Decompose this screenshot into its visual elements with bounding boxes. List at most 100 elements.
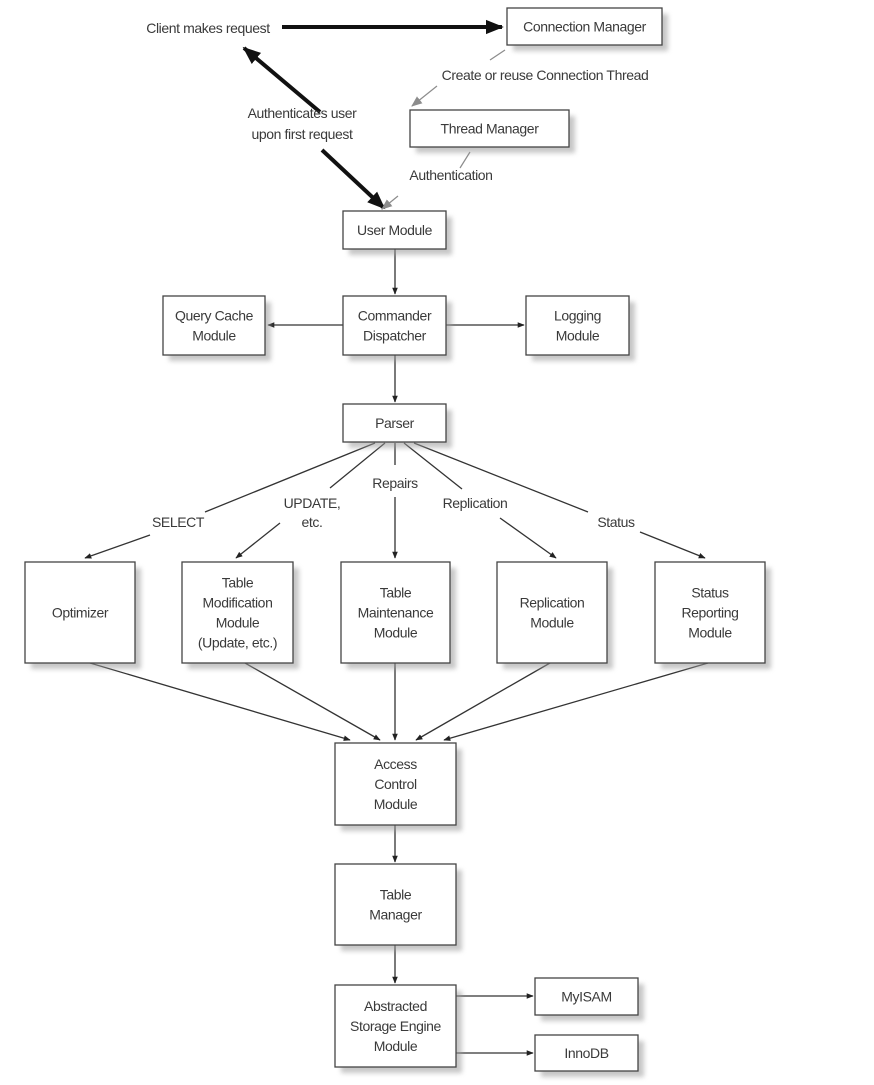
edge-parser-update-a xyxy=(329,442,386,489)
edge-parser-replication-b xyxy=(499,517,557,559)
node-box xyxy=(162,295,266,356)
node-user-module: User Module xyxy=(342,210,452,255)
node-optimizer: Optimizer xyxy=(24,561,141,669)
node-label: Reporting xyxy=(681,605,738,621)
node-label: Module xyxy=(374,1038,418,1054)
node-box xyxy=(506,7,663,46)
node-label: Query Cache xyxy=(175,308,254,324)
label-select: SELECT xyxy=(152,514,205,530)
node-label: Status xyxy=(691,585,729,601)
edge-auth-to-client xyxy=(242,46,322,114)
node-box xyxy=(342,295,447,356)
edge-parser-status-b xyxy=(639,531,706,559)
node-label: Replication xyxy=(520,595,585,611)
node-label: Optimizer xyxy=(52,605,109,621)
edge-parser-status-a xyxy=(413,442,589,513)
node-label: Manager xyxy=(369,907,422,923)
node-box xyxy=(342,403,447,443)
node-label: Commander xyxy=(358,308,432,324)
node-label: Table xyxy=(380,585,412,601)
node-label: Logging xyxy=(554,308,601,324)
node-parser: Parser xyxy=(342,403,452,448)
node-label: Module xyxy=(192,328,236,344)
label-update-2: etc. xyxy=(302,514,323,530)
node-label: Connection Manager xyxy=(523,19,647,35)
node-label: Maintenance xyxy=(358,605,434,621)
node-label: Parser xyxy=(375,415,415,431)
label-create-or-reuse-thread: Create or reuse Connection Thread xyxy=(442,67,649,83)
label-update-1: UPDATE, xyxy=(284,495,341,511)
label-authenticates-user-1: Authenticates user xyxy=(248,105,357,121)
node-label: (Update, etc.) xyxy=(198,635,277,651)
edge-parser-update-b xyxy=(235,522,281,559)
node-label: InnoDB xyxy=(564,1045,608,1061)
node-box xyxy=(534,1034,639,1072)
node-label: Table xyxy=(222,575,254,591)
node-label: Module xyxy=(556,328,600,344)
node-label: Storage Engine xyxy=(350,1018,442,1034)
node-innodb: InnoDB xyxy=(534,1034,644,1077)
node-label: Module xyxy=(374,796,418,812)
node-label: Abstracted xyxy=(364,998,427,1014)
node-box xyxy=(181,561,294,664)
label-repairs: Repairs xyxy=(372,475,418,491)
node-box xyxy=(340,561,451,664)
node-box xyxy=(342,210,447,250)
label-client-makes-request: Client makes request xyxy=(146,20,270,36)
edge-thread-tick xyxy=(459,151,471,169)
node-label: Dispatcher xyxy=(363,328,427,344)
node-connection-manager: Connection Manager xyxy=(506,7,668,51)
node-myisam: MyISAM xyxy=(534,977,644,1021)
edge-connection-to-thread xyxy=(411,85,438,107)
edges-layer xyxy=(84,19,709,1056)
edge-parser-select-a xyxy=(204,442,376,513)
node-label: User Module xyxy=(357,222,433,238)
node-thread-manager: Thread Manager xyxy=(409,109,575,153)
edge-tablemod-to-access xyxy=(244,662,381,741)
node-label: MyISAM xyxy=(561,989,612,1005)
node-box xyxy=(534,977,639,1016)
node-label: Module xyxy=(216,615,260,631)
node-box xyxy=(334,863,457,946)
label-authentication: Authentication xyxy=(409,167,492,183)
edge-status-to-access xyxy=(443,662,709,741)
node-label: Module xyxy=(530,615,574,631)
node-label: Module xyxy=(688,625,732,641)
node-box xyxy=(334,984,457,1068)
node-box xyxy=(409,109,570,148)
label-replication: Replication xyxy=(443,495,508,511)
node-box xyxy=(496,561,608,664)
edge-thread-to-user xyxy=(381,195,399,210)
edge-parser-replication-a xyxy=(403,442,463,490)
node-label: Table xyxy=(380,887,412,903)
node-label: Control xyxy=(374,776,417,792)
node-label: Thread Manager xyxy=(441,121,540,137)
node-box xyxy=(24,561,136,664)
node-box xyxy=(525,295,630,356)
edge-replication-to-access xyxy=(415,662,551,741)
node-label: Module xyxy=(374,625,418,641)
node-box xyxy=(654,561,766,664)
edge-auth-to-user-module xyxy=(320,148,386,210)
edge-connection-tick xyxy=(489,49,506,61)
node-box xyxy=(334,742,457,826)
node-label: Modification xyxy=(203,595,273,611)
node-label: Access xyxy=(374,756,417,772)
edge-optimizer-to-access xyxy=(89,662,351,741)
label-authenticates-user-2: upon first request xyxy=(252,126,353,142)
edge-parser-select-b xyxy=(84,534,151,559)
label-status: Status xyxy=(597,514,635,530)
